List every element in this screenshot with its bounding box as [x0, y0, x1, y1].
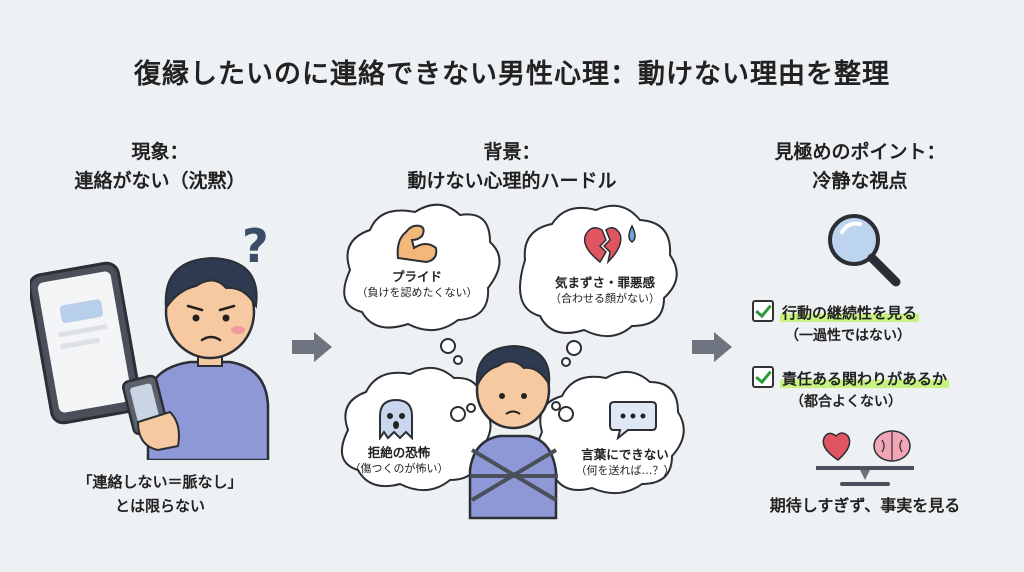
check-item-1-label: 行動の継続性を見る: [780, 304, 920, 322]
broken-heart-icon: [583, 224, 636, 265]
bubble-fear-sub: （傷つくのが怖い）: [349, 462, 449, 475]
magnifying-glass-icon: [828, 214, 901, 287]
balance-scale-icon: [816, 430, 914, 486]
bubble-words-sub: （何を送れば…？）: [575, 464, 675, 477]
check-item-2-label: 責任ある関わりがあるか: [780, 370, 950, 388]
arrow-right-icon: [692, 332, 732, 362]
right-caption: 期待しすぎず、事実を見る: [769, 496, 961, 515]
speech-bubble-icon: [609, 401, 657, 440]
bubble-pride: プライド （負けを認めたくない）: [352, 268, 482, 300]
left-heading-line2: 連絡がない（沈黙）: [74, 170, 246, 192]
bubble-words: 言葉にできない （何を送れば…？）: [560, 446, 690, 478]
page-title: 復縁したいのに連絡できない男性心理：動けない理由を整理: [134, 59, 890, 90]
bubble-pride-title: プライド: [391, 269, 442, 284]
arrow-right-icon: [292, 332, 332, 362]
left-caption-line1: 「連絡しない＝脈なし」: [77, 473, 243, 491]
right-heading-line2: 冷静な視点: [812, 170, 908, 192]
left-caption-line2: とは限らない: [114, 497, 205, 515]
flexed-arm-icon: [396, 224, 438, 264]
middle-heading-line1: 背景：: [483, 141, 541, 163]
bubble-fear: 拒絶の恐怖 （傷つくのが怖い）: [340, 444, 458, 476]
bubble-guilt: 気まずさ・罪悪感 （合わせる顔がない）: [540, 274, 670, 306]
brain-icon: [873, 430, 911, 462]
right-heading: 見極めのポイント： 冷静な視点: [725, 138, 995, 196]
bubble-guilt-title: 気まずさ・罪悪感: [554, 275, 655, 290]
bubble-fear-title: 拒絶の恐怖: [367, 445, 431, 460]
middle-heading-line2: 動けない心理的ハードル: [407, 170, 617, 192]
smartphone-icon: [30, 261, 142, 425]
heart-icon: [822, 432, 851, 461]
bubble-pride-sub: （負けを認めたくない）: [356, 286, 478, 299]
chain-icon: [470, 448, 558, 502]
middle-heading: 背景： 動けない心理的ハードル: [362, 138, 662, 196]
thought-bubbles-graphic: [340, 203, 685, 520]
bubble-words-title: 言葉にできない: [581, 447, 669, 462]
checkbox-checked-icon: [752, 366, 774, 388]
left-caption: 「連絡しない＝脈なし」 とは限らない: [40, 470, 280, 518]
right-heading-line1: 見極めのポイント：: [774, 141, 946, 163]
checkbox-checked-icon: [752, 300, 774, 322]
left-heading: 現象： 連絡がない（沈黙）: [40, 138, 280, 196]
check-item-2: 責任ある関わりがあるか: [752, 366, 950, 390]
check-item-1-sub: （一過性ではない）: [785, 328, 911, 344]
question-mark-icon: ?: [242, 219, 269, 273]
ghost-icon: [379, 398, 413, 440]
check-item-1: 行動の継続性を見る: [752, 300, 920, 324]
man-with-phone-illustration: ?: [30, 219, 270, 460]
left-heading-line1: 現象：: [131, 141, 189, 163]
bubble-guilt-sub: （合わせる顔がない）: [550, 292, 660, 305]
check-item-2-sub: （都合よくない）: [790, 394, 902, 410]
